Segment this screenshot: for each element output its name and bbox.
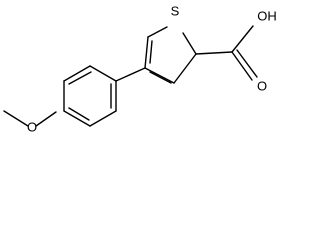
methyl-ether-bond — [3, 110, 29, 127]
carboxyl-carbon-bond — [195, 51, 233, 55]
hydroxyl-atom-label: OH — [257, 8, 277, 23]
sulfur-atom-label: S — [171, 3, 180, 18]
thiophene-bond-right — [173, 53, 197, 84]
thiophene-inner-bond-left — [149, 40, 153, 64]
benzene-bond-upper-left — [63, 65, 91, 82]
carbonyl-oxygen-label: O — [257, 78, 267, 93]
thiophene-inner-bond-lower — [149, 71, 172, 84]
thiophene-bond-upper-left — [147, 26, 168, 38]
thiophene-bond-left — [144, 36, 149, 69]
benzene-bond-lower-right — [89, 110, 117, 127]
benzene-inner-bond-upper-left — [68, 71, 92, 85]
benzene-inner-bond-lower-left — [68, 107, 90, 121]
ether-aryl-bond — [35, 111, 57, 127]
molecule-diagram: S OH O O — [3, 3, 277, 134]
carbonyl-bond — [231, 51, 253, 81]
carboxyl-oh-bond — [231, 25, 254, 53]
benzene-bond-lower-left — [63, 110, 91, 127]
aryl-thiophene-bond — [115, 67, 146, 82]
carbonyl-double-bond — [236, 49, 258, 78]
ether-oxygen-label: O — [27, 119, 37, 134]
thiophene-bond-upper-right — [182, 32, 197, 55]
chemical-structure-canvas: S OH O O — [3, 3, 277, 135]
thiophene-bond-lower — [144, 67, 175, 84]
benzene-bond-upper-right — [89, 65, 117, 82]
